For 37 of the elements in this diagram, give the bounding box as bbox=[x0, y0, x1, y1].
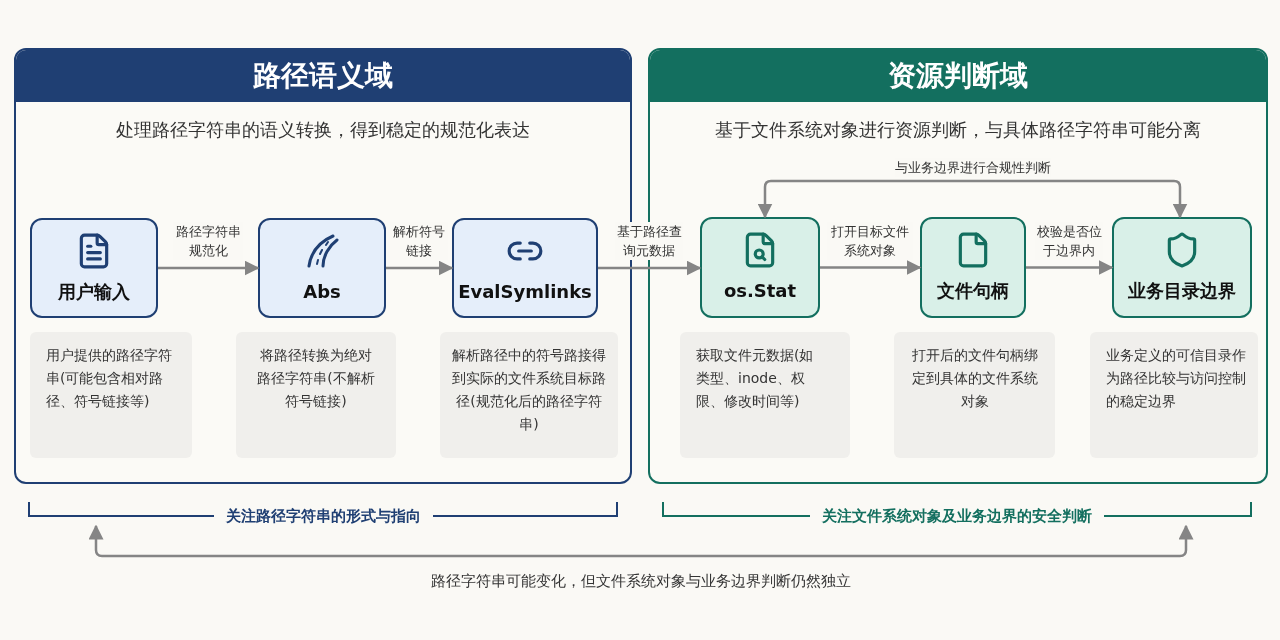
step-box bbox=[700, 217, 820, 318]
edge-label: 与业务边界进行合规性判断 bbox=[894, 158, 1051, 177]
step-box bbox=[30, 218, 158, 318]
arrow bbox=[1026, 260, 1114, 275]
panel-subtitle: 基于文件系统对象进行资源判断，与具体路径字符串可能分离 bbox=[715, 118, 1201, 142]
step-box bbox=[1112, 217, 1252, 318]
panel-header: 路径语义域 bbox=[16, 50, 630, 102]
step-label: EvalSymlinks bbox=[458, 279, 592, 304]
arrow bbox=[820, 260, 922, 275]
description-text: 打开后的文件句柄绑定到具体的文件系统对象 bbox=[911, 346, 1038, 411]
description-text: 解析路径中的符号路接得到实际的文件系统目标路径(规范化后的路径字符串) bbox=[451, 346, 607, 434]
arrow bbox=[386, 260, 454, 276]
description-text: 获取文件元数据(如类型、inode、权限、修改时间等) bbox=[696, 346, 815, 411]
edge-label: 基于路径查询元数据 bbox=[615, 222, 683, 260]
step-label: Abs bbox=[303, 279, 341, 304]
bracket bbox=[662, 500, 1252, 526]
step-label: 用户输入 bbox=[58, 279, 130, 304]
arrow bbox=[88, 524, 1194, 558]
bracket bbox=[28, 500, 618, 526]
edge-label: 解析符号链接 bbox=[390, 222, 448, 260]
arrow bbox=[158, 260, 260, 276]
description-text: 用户提供的路径字符串(可能包含相对路径、符号链接等) bbox=[46, 346, 173, 411]
bracket-label: 关注路径字符串的形式与指向 bbox=[213, 506, 433, 526]
step-label: os.Stat bbox=[723, 279, 797, 303]
step-box bbox=[258, 218, 386, 318]
panel-header: 资源判断域 bbox=[650, 50, 1266, 102]
step-box bbox=[920, 217, 1026, 318]
description-text: 业务定义的可信目录作为路径比较与访问控制的稳定边界 bbox=[1106, 346, 1247, 411]
panel-subtitle: 处理路径字符串的语义转换，得到稳定的规范化表达 bbox=[116, 118, 530, 142]
description-text: 将路径转换为绝对路径字符串(不解析符号链接) bbox=[257, 346, 375, 411]
step-label: 文件句柄 bbox=[937, 279, 1009, 303]
edge-label: 路径字符串规范化 bbox=[173, 222, 243, 260]
step-box bbox=[452, 218, 598, 318]
arrow bbox=[598, 260, 702, 276]
step-label: 业务目录边界 bbox=[1128, 279, 1236, 303]
arrow bbox=[757, 179, 1188, 219]
bracket-label: 关注文件系统对象及业务边界的安全判断 bbox=[810, 506, 1104, 526]
